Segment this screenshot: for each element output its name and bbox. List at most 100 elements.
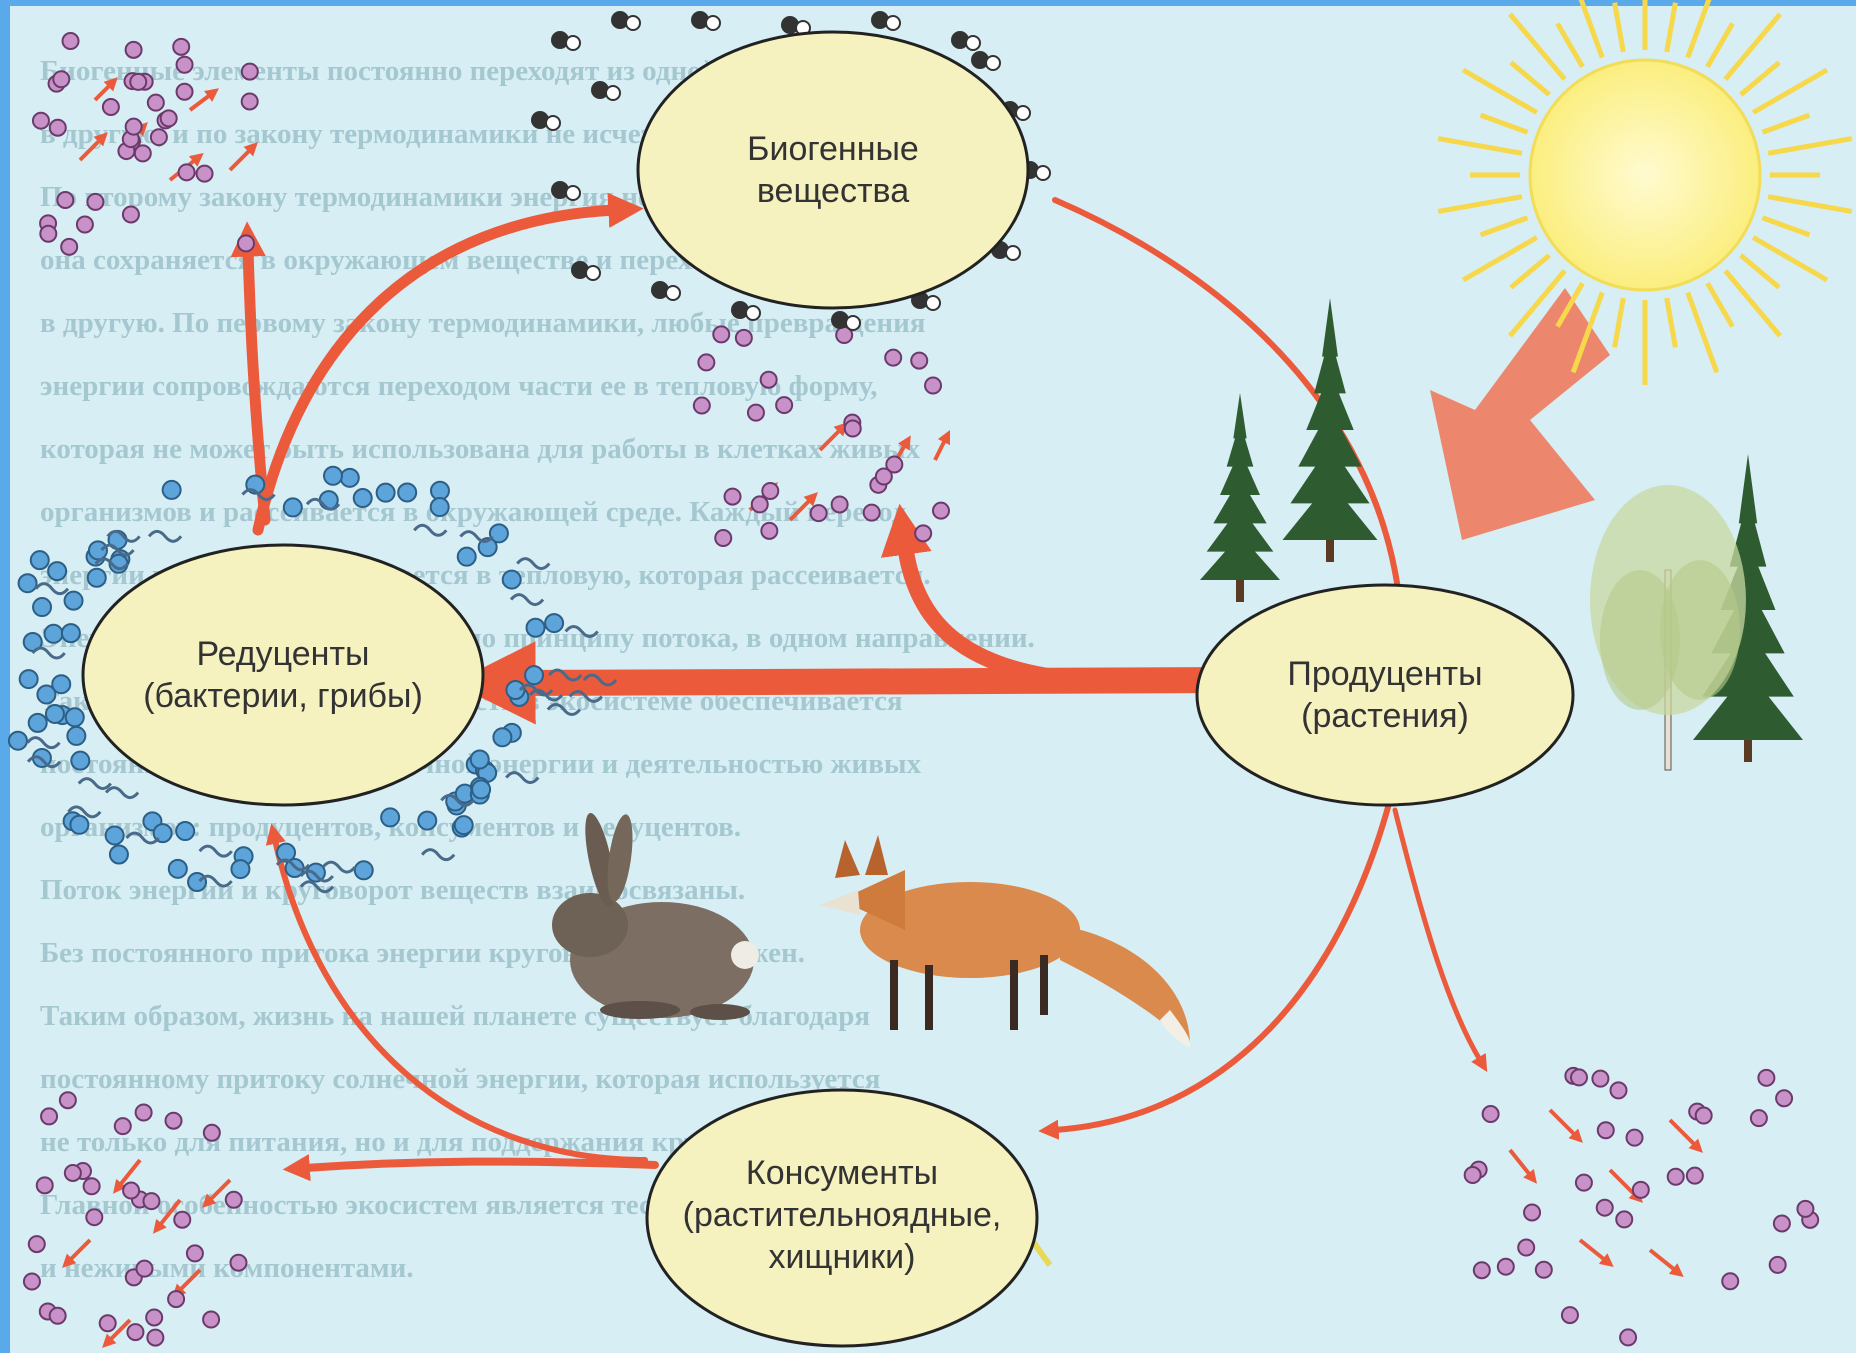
node-reducers	[83, 545, 483, 805]
molecule-icon	[761, 523, 777, 539]
bacteria-icon	[493, 728, 511, 746]
molecule-icon	[166, 1113, 182, 1129]
bacteria-icon	[431, 482, 449, 500]
molecule-icon	[136, 1261, 152, 1277]
molecule-icon	[1758, 1070, 1774, 1086]
molecule-icon	[1696, 1108, 1712, 1124]
molecule-icon	[123, 206, 139, 222]
molecule-icon	[736, 330, 752, 346]
bacteria-icon	[431, 498, 449, 516]
background-text-line: и неживыми компонентами.	[40, 1252, 414, 1284]
molecule-icon	[1797, 1201, 1813, 1217]
molecule-icon	[725, 489, 741, 505]
molecule-icon	[143, 1193, 159, 1209]
molecule-icon	[226, 1192, 242, 1208]
molecule-icon	[65, 1165, 81, 1181]
background-text-line: которая не может быть использована для р…	[40, 433, 921, 465]
molecule-icon	[1592, 1071, 1608, 1087]
bacteria-icon	[20, 670, 38, 688]
bacteria-icon	[71, 752, 89, 770]
bacteria-icon	[324, 467, 342, 485]
bacteria-icon	[472, 780, 490, 798]
molecule-icon	[698, 354, 714, 370]
molecule-icon	[41, 1108, 57, 1124]
bacteria-icon	[31, 551, 49, 569]
molecule-icon	[1616, 1211, 1632, 1227]
molecule-icon	[146, 1309, 162, 1325]
bacteria-icon	[9, 732, 27, 750]
bacteria-icon	[19, 574, 37, 592]
bacteria-icon	[455, 816, 473, 834]
bacteria-icon	[45, 625, 63, 643]
molecule-icon	[84, 1178, 100, 1194]
bacteria-icon	[163, 481, 181, 499]
bacteria-icon	[284, 498, 302, 516]
molecule-icon	[1620, 1329, 1636, 1345]
molecule-icon	[1597, 1200, 1613, 1216]
molecule-icon	[715, 530, 731, 546]
bacteria-icon	[46, 705, 64, 723]
background-text-line: организмов и рассеивается в окружающей с…	[40, 496, 907, 528]
molecule-icon	[177, 84, 193, 100]
molecule-icon	[203, 1312, 219, 1328]
bacteria-icon	[52, 675, 70, 693]
molecule-icon	[126, 42, 142, 58]
molecule-icon	[161, 110, 177, 126]
node-producers	[1197, 585, 1573, 805]
molecule-icon	[876, 469, 892, 485]
molecule-icon	[174, 1212, 190, 1228]
molecule-icon	[168, 1291, 184, 1307]
bacteria-icon	[398, 483, 416, 501]
molecule-icon	[151, 129, 167, 145]
molecule-icon	[230, 1255, 246, 1271]
molecule-icon	[100, 1315, 116, 1331]
bacteria-icon	[70, 816, 88, 834]
molecule-icon	[1774, 1215, 1790, 1231]
molecule-icon	[24, 1274, 40, 1290]
molecule-icon	[713, 326, 729, 342]
bacteria-icon	[418, 812, 436, 830]
molecule-icon	[173, 39, 189, 55]
molecule-icon	[61, 239, 77, 255]
molecule-icon	[1571, 1069, 1587, 1085]
background-text-line: в другую. По первому закону термодинамик…	[40, 307, 926, 339]
molecule-icon	[40, 226, 56, 242]
molecule-icon	[1518, 1240, 1534, 1256]
molecule-icon	[127, 1324, 143, 1340]
molecule-icon	[148, 95, 164, 111]
background-text-line: энергии сопровождаются переходом части е…	[40, 370, 878, 402]
molecule-icon	[864, 505, 880, 521]
molecule-icon	[1474, 1262, 1490, 1278]
molecule-icon	[187, 1245, 203, 1261]
molecule-icon	[1598, 1122, 1614, 1138]
molecule-icon	[147, 1330, 163, 1346]
molecule-icon	[33, 113, 49, 129]
molecule-icon	[204, 1125, 220, 1141]
molecule-icon	[126, 119, 142, 135]
molecule-icon	[238, 235, 254, 251]
background-text-line: постоянному притоку солнечной энергии, к…	[40, 1063, 880, 1095]
molecule-icon	[86, 1209, 102, 1225]
molecule-icon	[776, 397, 792, 413]
bacteria-icon	[62, 624, 80, 642]
molecule-icon	[1770, 1257, 1786, 1273]
molecule-icon	[911, 353, 927, 369]
bacteria-icon	[341, 469, 359, 487]
bacteria-icon	[355, 861, 373, 879]
molecule-icon	[1465, 1167, 1481, 1183]
bacteria-icon	[545, 614, 563, 632]
bacteria-icon	[354, 489, 372, 507]
bacteria-icon	[377, 484, 395, 502]
molecule-icon	[177, 57, 193, 73]
molecule-icon	[915, 525, 931, 541]
arrow-producers-to-reducers	[520, 680, 1230, 683]
molecule-icon	[50, 1308, 66, 1324]
molecule-icon	[752, 496, 768, 512]
molecule-icon	[53, 71, 69, 87]
molecule-icon	[130, 74, 146, 90]
molecule-icon	[1751, 1110, 1767, 1126]
bacteria-icon	[66, 708, 84, 726]
molecule-icon	[115, 1118, 131, 1134]
molecule-icon	[1524, 1204, 1540, 1220]
